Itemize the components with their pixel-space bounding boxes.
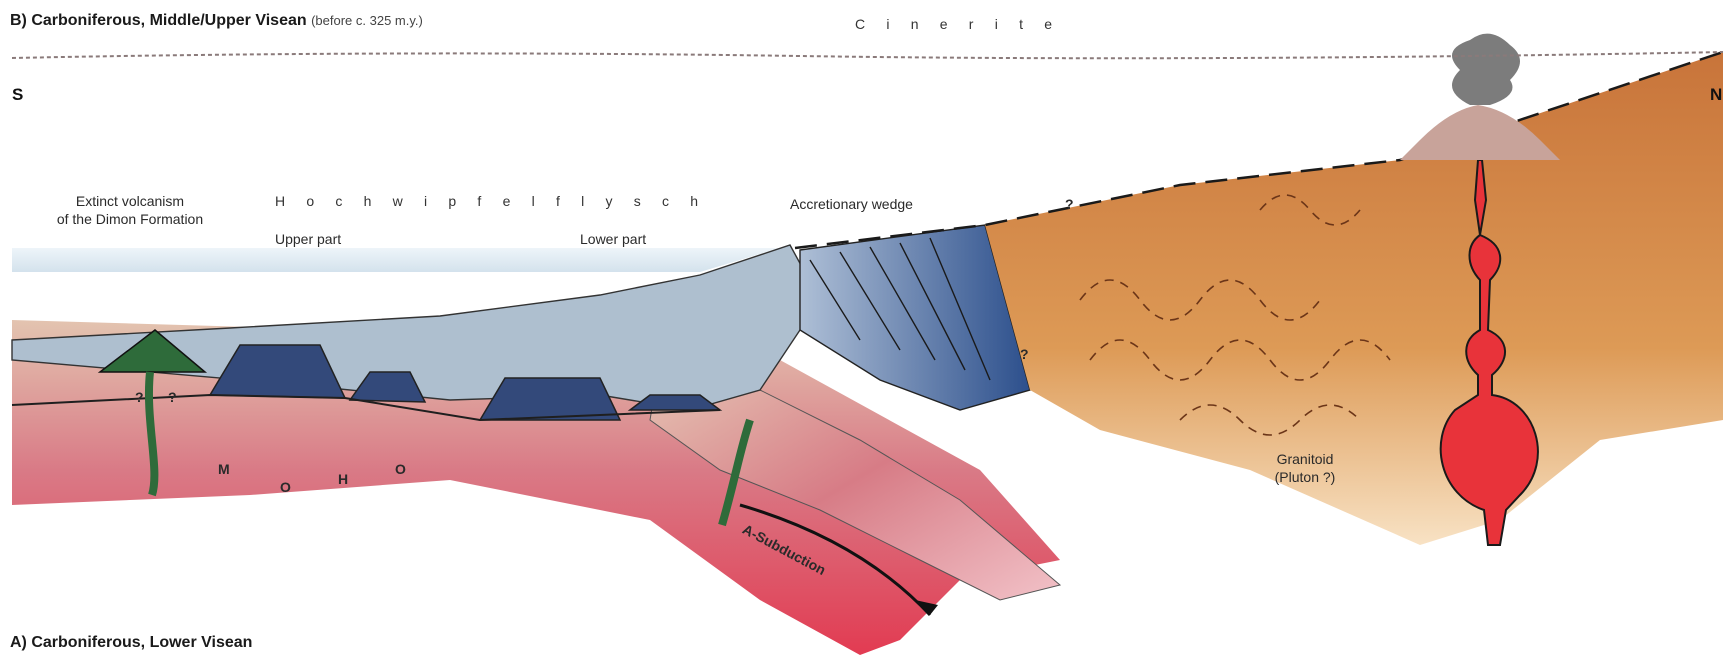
extinct-volcanism-label: Extinct volcanism of the Dimon Formation [30,192,230,228]
panel-title-main: B) Carboniferous, Middle/Upper Visean [10,12,307,29]
granitoid-label: Granitoid (Pluton ?) [1265,450,1345,486]
cinerite-label: C i n e r i t e [855,15,1061,33]
granitoid-line1: Granitoid [1265,450,1345,468]
question-mark-4: ? [1020,345,1029,363]
extinct-volcanism-line1: Extinct volcanism [30,192,230,210]
panel-title-sub: (before c. 325 m.y.) [311,13,423,28]
moho-o2: O [395,460,406,478]
question-mark-2: ? [168,388,177,406]
sea-water [12,248,780,272]
moho-h: H [338,470,348,488]
accretionary-wedge-label: Accretionary wedge [790,195,913,213]
moho-o1: O [280,478,291,496]
compass-south: S [12,85,23,105]
panel-title: B) Carboniferous, Middle/Upper Visean (b… [10,12,423,30]
moho-m: M [218,460,230,478]
volcanic-plume [1452,34,1520,105]
compass-north: N [1710,85,1722,105]
continental-crust [985,52,1723,545]
question-mark-3: ? [1065,195,1074,213]
question-mark-1: ? [135,388,144,406]
next-panel-title: A) Carboniferous, Lower Visean [10,634,252,652]
upper-part-label: Upper part [275,230,341,248]
flysch-label: H o c h w i p f e l f l y s c h [275,192,707,210]
extinct-volcanism-line2: of the Dimon Formation [30,210,230,228]
granitoid-line2: (Pluton ?) [1265,468,1345,486]
lower-part-label: Lower part [580,230,646,248]
